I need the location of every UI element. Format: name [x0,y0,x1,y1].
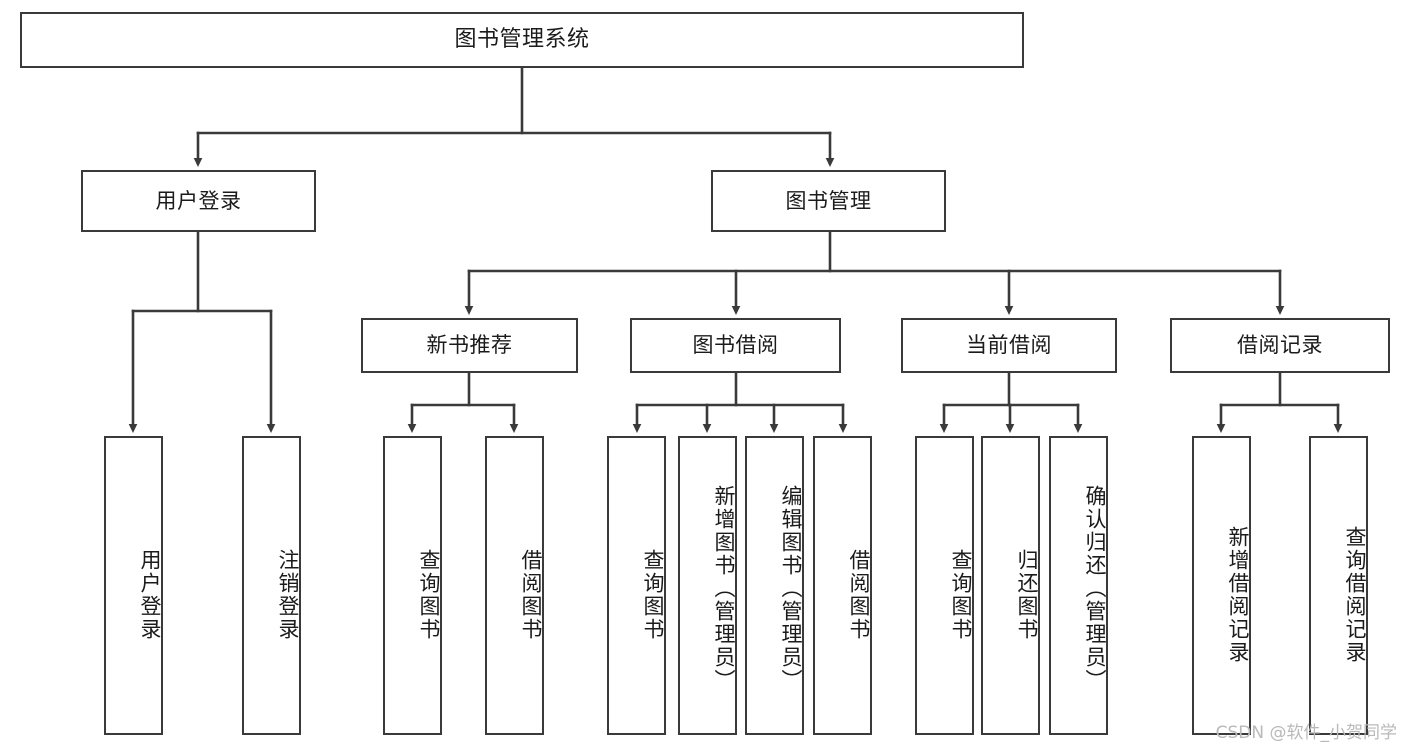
leaf-confirm-return-label: 确认归还（管理员） [1083,485,1107,692]
leaf-edit-book[interactable]: 编辑图书（管理员） [745,436,804,735]
leaf-borrow-book-2-label: 借阅图书 [847,548,871,641]
node-root-label: 图书管理系统 [454,27,590,53]
leaf-query-book-1[interactable]: 查询图书 [383,436,442,735]
node-user-login[interactable]: 用户登录 [81,170,316,232]
leaf-query-record-label: 查询借阅记录 [1343,525,1367,664]
leaf-borrow-book-1-label: 借阅图书 [519,548,543,641]
leaf-query-book-3[interactable]: 查询图书 [915,436,974,735]
node-book-borrow-label: 图书借阅 [692,333,779,358]
leaf-add-book-label: 新增图书（管理员） [712,485,736,692]
leaf-query-book-1-label: 查询图书 [417,548,441,641]
leaf-return-book[interactable]: 归还图书 [981,436,1040,735]
csdn-watermark: CSDN @软件_小贺同学 [1215,723,1397,743]
node-book-borrow[interactable]: 图书借阅 [630,318,841,373]
leaf-logout-login-label: 注销登录 [276,548,300,641]
leaf-user-login-label: 用户登录 [138,548,162,641]
leaf-add-record[interactable]: 新增借阅记录 [1192,436,1251,735]
leaf-add-book[interactable]: 新增图书（管理员） [678,436,737,735]
node-user-login-label: 用户登录 [155,188,242,213]
leaf-user-login[interactable]: 用户登录 [104,436,163,735]
leaf-confirm-return[interactable]: 确认归还（管理员） [1049,436,1108,735]
node-book-manage[interactable]: 图书管理 [711,170,946,232]
leaf-query-book-2-label: 查询图书 [641,548,665,641]
node-new-book-recommend-label: 新书推荐 [426,333,513,358]
leaf-edit-book-label: 编辑图书（管理员） [779,485,803,692]
leaf-query-record[interactable]: 查询借阅记录 [1309,436,1368,735]
leaf-query-book-2[interactable]: 查询图书 [607,436,666,735]
node-root[interactable]: 图书管理系统 [20,12,1024,68]
leaf-borrow-book-1[interactable]: 借阅图书 [485,436,544,735]
node-current-borrow[interactable]: 当前借阅 [901,318,1117,373]
node-borrow-record[interactable]: 借阅记录 [1170,318,1390,373]
leaf-return-book-label: 归还图书 [1015,548,1039,641]
leaf-borrow-book-2[interactable]: 借阅图书 [813,436,872,735]
leaf-logout-login[interactable]: 注销登录 [242,436,301,735]
node-borrow-record-label: 借阅记录 [1237,333,1323,358]
leaf-query-book-3-label: 查询图书 [949,548,973,641]
leaf-add-record-label: 新增借阅记录 [1226,525,1250,664]
node-current-borrow-label: 当前借阅 [966,333,1052,358]
node-book-manage-label: 图书管理 [785,188,872,213]
node-new-book-recommend[interactable]: 新书推荐 [361,318,578,373]
